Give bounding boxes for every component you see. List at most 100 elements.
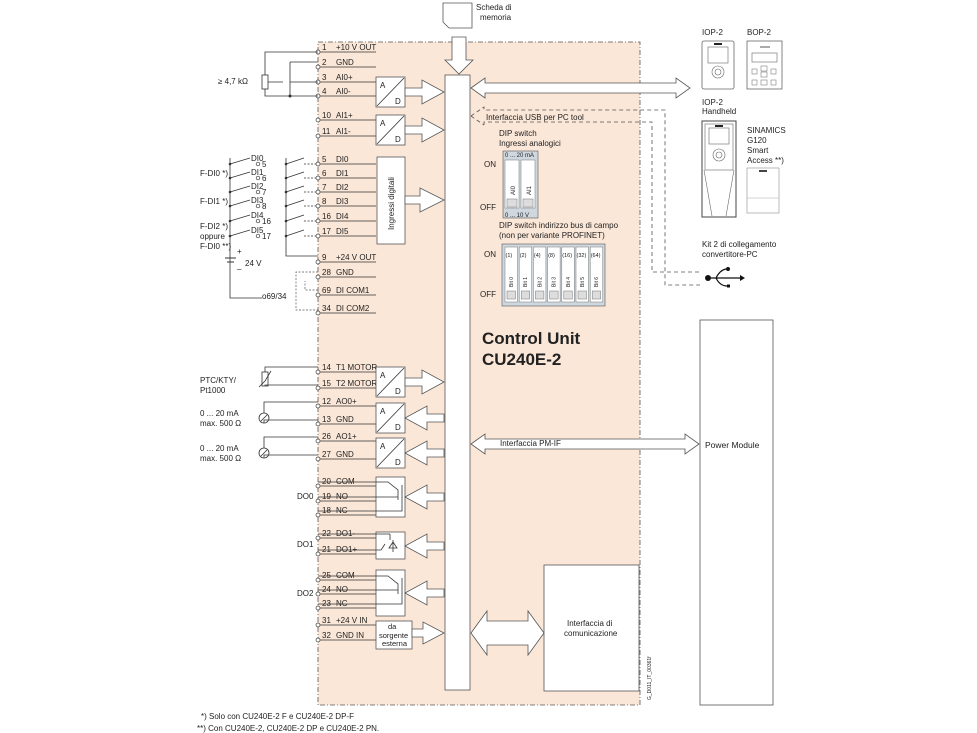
- output-arrow: [404, 580, 445, 606]
- memory-card-arrow: [444, 36, 474, 75]
- switch-contact: [285, 171, 305, 179]
- terminal-name: NO: [336, 585, 348, 594]
- ao0-wiring: [260, 401, 318, 423]
- switch-label: DI3: [251, 196, 264, 205]
- terminal-connector: [315, 483, 321, 489]
- control-unit-title-2: CU240E-2: [482, 350, 561, 369]
- terminal-connector: [315, 64, 321, 70]
- ad-converter-block: AD: [375, 114, 445, 146]
- terminal-connector: [315, 233, 321, 239]
- terminal-connector: [315, 175, 321, 181]
- dip-switch-lever[interactable]: [577, 290, 587, 300]
- dip-analog-off: OFF: [480, 203, 496, 212]
- external-source-2: sorgente: [379, 631, 408, 640]
- optocoupler-do1: [318, 531, 406, 560]
- dip-bit-weight: (8): [548, 253, 555, 259]
- dip-switch-lever[interactable]: [506, 198, 518, 208]
- terminal-number: 32: [322, 631, 331, 640]
- fdi0-alt-label: F-DI0 **): [200, 242, 231, 251]
- ao1-label-2: max. 500 Ω: [200, 454, 241, 463]
- dip-switch-slot[interactable]: [520, 159, 536, 209]
- terminal-connector: [315, 591, 321, 597]
- switch-contact: [285, 229, 305, 237]
- dip-switch-lever[interactable]: [549, 290, 559, 300]
- control-unit-title-1: Control Unit: [482, 329, 581, 348]
- dip-switch-slot[interactable]: [504, 159, 520, 209]
- dip-switch-lever[interactable]: [535, 290, 545, 300]
- thermistor-wiring: [258, 366, 318, 388]
- terminal-connector: [315, 369, 321, 375]
- ao0-label-2: max. 500 Ω: [200, 419, 241, 428]
- terminal-name: T2 MOTOR: [336, 379, 377, 388]
- terminal-connector: [315, 274, 321, 280]
- dip-switch-slot[interactable]: [547, 246, 561, 303]
- switch-label: DI5: [251, 226, 264, 235]
- terminal-connector: [315, 117, 321, 123]
- dip-switch-slot[interactable]: [561, 246, 575, 303]
- memory-card-label-1: Scheda di: [476, 3, 512, 12]
- usb-interface-arrow: [470, 106, 700, 286]
- dip-switch-lever[interactable]: [591, 290, 601, 300]
- switch-terminal-number: 6: [262, 174, 267, 183]
- dip-switch-lever[interactable]: [563, 290, 573, 300]
- terminal-name: AO0+: [336, 397, 357, 406]
- terminal-connector: [315, 577, 321, 583]
- dip-switch-lever[interactable]: [506, 290, 516, 300]
- dip-bit-label: Bit 1: [523, 277, 529, 287]
- terminal-name: GND: [336, 415, 354, 424]
- usb-icon: [705, 267, 745, 288]
- thermistor-icon: [261, 371, 269, 387]
- terminal-name: COM: [336, 477, 355, 486]
- dip-analog-on: ON: [484, 160, 496, 169]
- dip-switch-slot[interactable]: [533, 246, 547, 303]
- dip-bit-label: Bit 2: [537, 277, 543, 287]
- terminal-connector: [315, 292, 321, 298]
- terminal-name: +24 V OUT: [336, 253, 376, 262]
- dip-bit-weight: (2): [520, 253, 527, 259]
- terminal-connector: [315, 310, 321, 316]
- dip-analog-title-1: DIP switch: [499, 129, 537, 138]
- switch-contact: [285, 157, 305, 165]
- terminal-number: 4: [322, 87, 327, 96]
- switch-terminal-number: 8: [262, 202, 267, 211]
- dip-switch-lever[interactable]: [520, 290, 530, 300]
- terminal-number: 69: [322, 286, 331, 295]
- fdi2-label: F-DI2 *): [200, 222, 228, 231]
- dip-bus-off: OFF: [480, 290, 496, 299]
- power-module-label: Power Module: [705, 440, 760, 450]
- digital-inputs-arrow: [404, 187, 445, 213]
- terminal-number: 31: [322, 616, 331, 625]
- switch-contact: [229, 214, 251, 222]
- terminal-number: 13: [322, 415, 331, 424]
- dip-analog-top-label: 0 ... 20 mA: [505, 153, 534, 159]
- dip-switch-slot[interactable]: [589, 246, 603, 303]
- signal-arrow: [404, 405, 445, 431]
- terminal-number: 18: [322, 506, 331, 515]
- terminal-connector: [315, 189, 321, 195]
- battery-icon: [225, 257, 236, 263]
- pm-interface-arrow: [470, 433, 700, 455]
- ad-converter-block: AD: [375, 76, 445, 108]
- power-module-box: [699, 319, 774, 706]
- dip-switch-label: AI0: [511, 185, 517, 195]
- dip-switch-slot[interactable]: [575, 246, 589, 303]
- footnote-1: *) Solo con CU240E-2 F e CU240E-2 DP-F: [201, 712, 354, 721]
- dip-bit-weight: (16): [562, 253, 572, 259]
- terminal-name: DI5: [336, 227, 349, 236]
- dip-bit-label: Bit 6: [594, 277, 600, 287]
- footnote-2: **) Con CU240E-2, CU240E-2 DP e CU240E-2…: [197, 724, 379, 733]
- dip-switch-slot[interactable]: [504, 246, 518, 303]
- plus-sign: +: [237, 247, 242, 256]
- terminal-number: 12: [322, 397, 331, 406]
- terminal-connector: [315, 203, 321, 209]
- dip-bus-title-2: (non per variante PROFINET): [499, 231, 605, 240]
- smart-access-label-4: Access **): [747, 156, 784, 165]
- dip-switch-lever[interactable]: [522, 198, 534, 208]
- dip-switch-slot[interactable]: [518, 246, 532, 303]
- fdi1-label: F-DI1 *): [200, 197, 228, 206]
- iop2-label: IOP-2: [702, 28, 723, 37]
- iop2-handheld-label-2: Handheld: [702, 107, 736, 116]
- terminal-name: DI0: [336, 155, 349, 164]
- comm-interface-label-2: comunicazione: [564, 629, 618, 638]
- terminal-connector: [315, 622, 321, 628]
